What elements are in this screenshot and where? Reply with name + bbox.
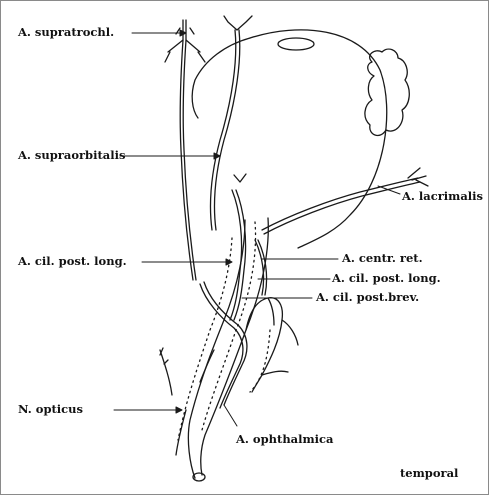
supratrochlear-artery: [165, 20, 205, 280]
label-leaders: [114, 30, 400, 426]
label-cil-post-long-right: A. cil. post. long.: [332, 273, 441, 285]
label-n-opticus: N. opticus: [18, 404, 83, 416]
supraorbital-artery: [210, 16, 252, 230]
cornea: [278, 38, 314, 50]
label-ophthalmica: A. ophthalmica: [236, 434, 334, 446]
label-cil-post-brev: A. cil. post.brev.: [316, 292, 419, 304]
label-temporal: temporal: [400, 468, 458, 480]
eyeball: [192, 30, 387, 248]
label-lacrimalis: A. lacrimalis: [402, 191, 483, 203]
label-supratrochl: A. supratrochl.: [18, 27, 114, 39]
label-supraorbitalis: A. supraorbitalis: [18, 150, 125, 162]
label-cil-post-long-left: A. cil. post. long.: [18, 256, 127, 268]
label-centr-ret: A. centr. ret.: [342, 253, 423, 265]
